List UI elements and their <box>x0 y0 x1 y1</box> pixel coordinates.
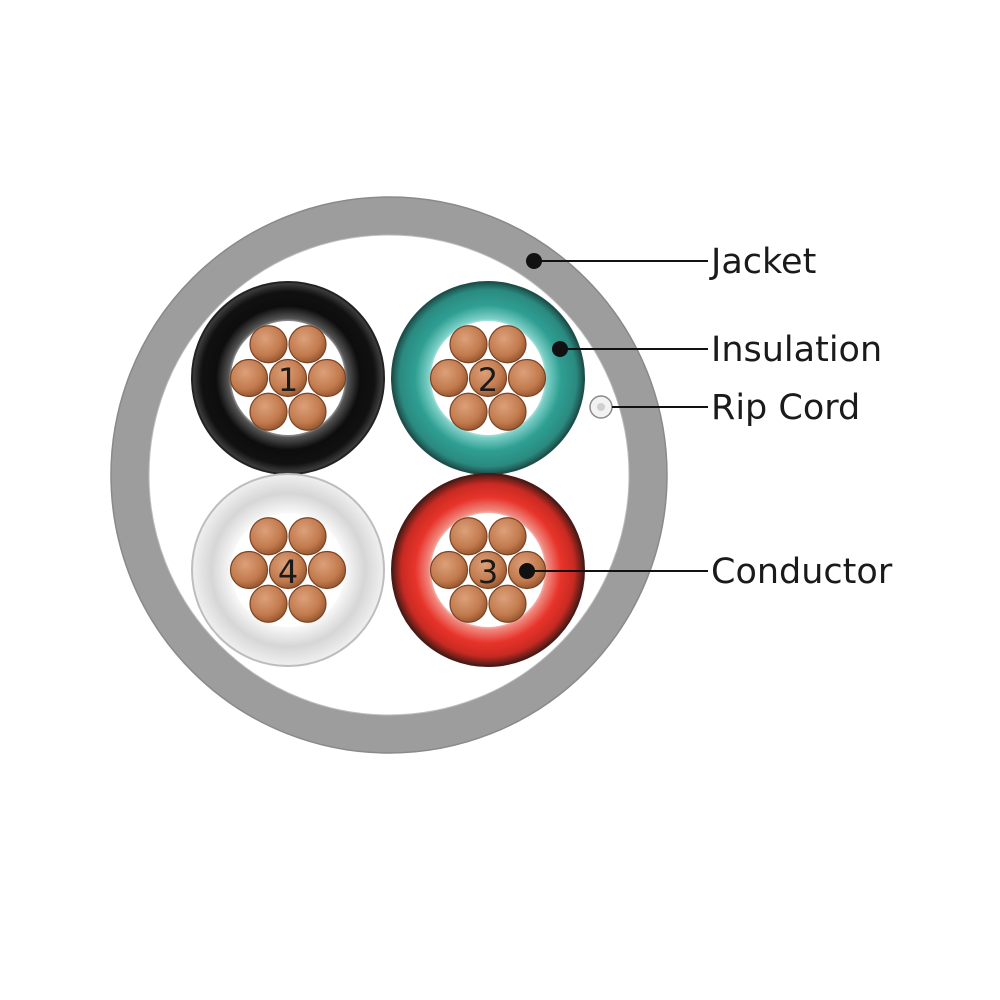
core-4-strand <box>288 517 327 556</box>
core-4-strand <box>288 584 327 623</box>
core-4: 4 <box>191 473 385 667</box>
callout-rip-cord: Rip Cord <box>612 388 860 428</box>
core-1-number: 1 <box>278 361 298 399</box>
core-4-strand <box>307 550 347 590</box>
core-3-strand <box>449 517 488 556</box>
core-1-strand <box>249 392 288 431</box>
insulation-label: Insulation <box>711 330 882 370</box>
core-3-number: 3 <box>478 553 498 591</box>
jacket-label: Jacket <box>709 242 816 282</box>
jacket-inner-edge <box>148 234 630 716</box>
core-2-strand <box>449 325 488 364</box>
cores-layer: 1 2 3 4 <box>191 281 585 667</box>
core-4-strand <box>249 517 288 556</box>
core-2-strand <box>468 358 508 398</box>
core-3-strand <box>429 550 469 590</box>
core-3-strand <box>468 550 508 590</box>
jacket-ring <box>111 197 667 753</box>
core-3: 3 <box>391 473 585 667</box>
callout-insulation: Insulation <box>552 330 882 370</box>
jacket-outer-edge <box>110 196 668 754</box>
core-1-strand <box>249 325 288 364</box>
core-4-number: 4 <box>278 553 298 591</box>
core-1: 1 <box>191 281 385 475</box>
core-1-strand <box>307 358 347 398</box>
core-1-strand <box>229 358 269 398</box>
conductor-leader-dot <box>519 563 535 579</box>
core-3-strand <box>488 584 527 623</box>
core-4-strand <box>229 550 269 590</box>
rip-cord-center <box>597 403 605 411</box>
core-2-strand <box>507 358 547 398</box>
core-2-strand <box>488 392 527 431</box>
core-2-strand <box>429 358 469 398</box>
core-1-strand <box>288 325 327 364</box>
conductor-label: Conductor <box>711 552 893 592</box>
core-3-strand <box>449 584 488 623</box>
core-2-strand <box>449 392 488 431</box>
core-2-number: 2 <box>478 361 498 399</box>
core-4-strand <box>249 584 288 623</box>
rip-cord-label: Rip Cord <box>711 388 860 428</box>
core-3-strand <box>488 517 527 556</box>
core-1-strand <box>288 392 327 431</box>
callout-jacket: Jacket <box>526 242 816 282</box>
core-4-strand <box>268 550 308 590</box>
core-2: 2 <box>391 281 585 475</box>
core-2-strand <box>488 325 527 364</box>
callout-conductor: Conductor <box>519 552 893 592</box>
core-1-strand <box>268 358 308 398</box>
